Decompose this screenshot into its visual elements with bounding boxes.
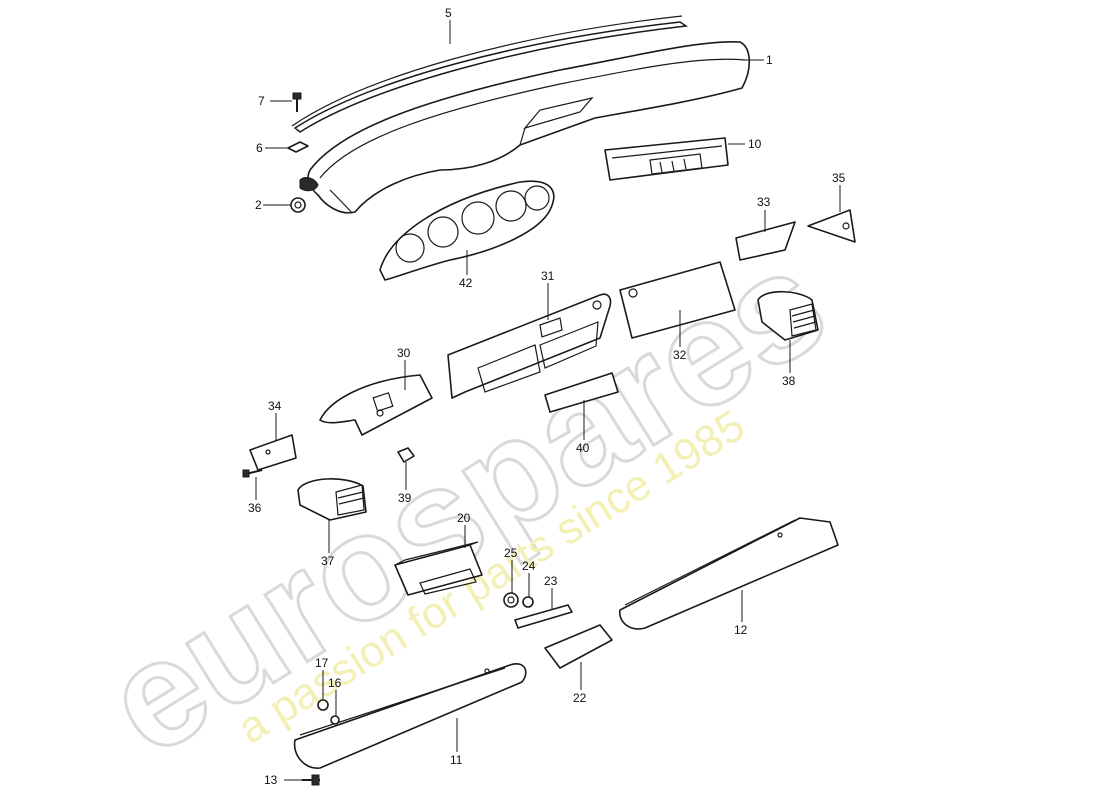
part-34-bracket — [249, 434, 297, 471]
part-13-screw — [302, 774, 320, 786]
callout-22: 22 — [573, 691, 587, 705]
leader-lines — [255, 20, 841, 781]
part-33-panel — [735, 221, 796, 261]
part-6-clip — [287, 141, 309, 153]
part-2-nut — [290, 197, 306, 213]
callout-7: 7 — [258, 94, 265, 108]
callout-32: 32 — [673, 348, 687, 362]
part-37-vent — [297, 478, 367, 521]
callout-38: 38 — [782, 374, 796, 388]
callout-13: 13 — [264, 773, 278, 787]
callout-34: 34 — [268, 399, 282, 413]
part-30-left-panel — [319, 374, 433, 436]
part-1-dashboard — [299, 41, 751, 214]
part-20-ashtray — [394, 541, 483, 596]
callout-30: 30 — [397, 346, 411, 360]
part-38-vent — [757, 290, 819, 341]
callout-42: 42 — [459, 276, 473, 290]
callout-39: 39 — [398, 491, 412, 505]
callout-23: 23 — [544, 574, 558, 588]
callout-36: 36 — [248, 501, 262, 515]
part-42-instrument-bezel — [379, 180, 555, 281]
callout-1: 1 — [766, 53, 773, 67]
callout-12: 12 — [734, 623, 748, 637]
callout-31: 31 — [541, 269, 555, 283]
part-35-trim-corner — [807, 209, 856, 243]
callout-40: 40 — [576, 441, 590, 455]
callout-10: 10 — [748, 137, 762, 151]
callout-16: 16 — [328, 676, 342, 690]
part-17-nut — [317, 699, 329, 711]
callout-24: 24 — [522, 559, 536, 573]
part-32-glovebox-lid — [619, 261, 736, 339]
callout-20: 20 — [457, 511, 471, 525]
part-23-bracket — [514, 604, 573, 629]
callout-37: 37 — [321, 554, 335, 568]
callout-5: 5 — [445, 6, 452, 20]
part-10-vent — [604, 137, 729, 181]
callout-6: 6 — [256, 141, 263, 155]
part-7-screw — [292, 92, 302, 112]
part-16-nut — [330, 715, 340, 725]
callout-11: 11 — [450, 753, 463, 767]
part-25-nut — [503, 592, 519, 608]
part-31-center-panel — [447, 293, 612, 399]
callouts: 5 1 7 6 2 10 42 33 35 31 32 38 30 40 34 … — [248, 6, 846, 787]
part-24-nut — [522, 596, 534, 608]
callout-35: 35 — [832, 171, 846, 185]
part-39-nut — [397, 447, 415, 463]
part-5-trim-strip — [291, 15, 689, 133]
callout-33: 33 — [757, 195, 771, 209]
callout-25: 25 — [504, 546, 518, 560]
part-36-screw — [242, 469, 263, 478]
callout-2: 2 — [255, 198, 262, 212]
part-40-tray — [544, 372, 619, 413]
part-12-right-knee-pad — [619, 517, 839, 630]
callout-17: 17 — [315, 656, 329, 670]
part-22-end-cap — [544, 624, 613, 669]
